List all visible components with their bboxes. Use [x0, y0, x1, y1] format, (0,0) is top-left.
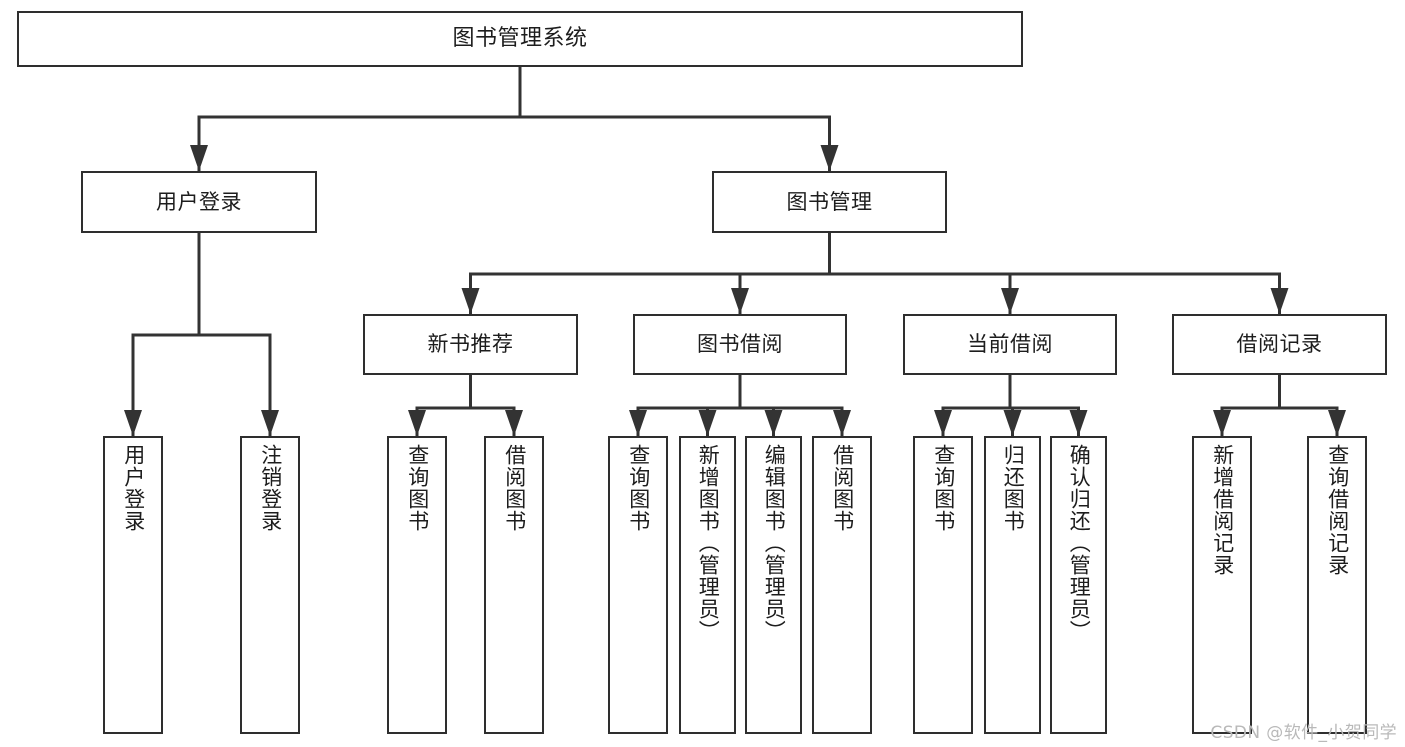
node-user-login[interactable]: 用户登录	[81, 171, 317, 233]
node-label: 当前借阅	[967, 332, 1053, 357]
node-root[interactable]: 图书管理系统	[17, 11, 1023, 67]
csdn-watermark: CSDN @软件_小贺同学	[1210, 723, 1397, 743]
arrowhead-icon	[1213, 410, 1231, 436]
arrowhead-icon	[1003, 410, 1022, 436]
arrowhead-icon	[1069, 410, 1088, 436]
node-label: 借阅图书	[830, 444, 855, 532]
node-label: 用户登录	[156, 189, 242, 214]
arrowhead-icon	[934, 410, 952, 436]
node-leaf-edit-book[interactable]: 编辑图书（管理员）	[745, 436, 802, 734]
node-label: 借阅图书	[502, 444, 527, 532]
arrowhead-icon	[408, 410, 426, 436]
node-leaf-add-book[interactable]: 新增图书（管理员）	[679, 436, 736, 734]
node-leaf-user-login[interactable]: 用户登录	[103, 436, 163, 734]
arrowhead-icon	[505, 410, 523, 436]
arrowhead-icon	[629, 410, 647, 436]
arrowhead-icon	[1001, 288, 1019, 314]
node-label: 新增图书（管理员）	[696, 444, 721, 642]
node-label: 查询借阅记录	[1325, 444, 1350, 576]
node-label: 注销登录	[258, 444, 283, 532]
node-label: 借阅记录	[1236, 332, 1323, 357]
arrowhead-icon	[698, 410, 717, 436]
arrowhead-icon	[833, 410, 851, 436]
arrowhead-icon	[124, 410, 142, 436]
node-leaf-logout[interactable]: 注销登录	[240, 436, 300, 734]
arrowhead-icon	[731, 288, 749, 314]
node-borrow-record[interactable]: 借阅记录	[1172, 314, 1387, 375]
arrowhead-icon	[1270, 288, 1289, 314]
node-leaf-borrow-b-2[interactable]: 借阅图书	[812, 436, 872, 734]
node-leaf-return-b[interactable]: 归还图书	[984, 436, 1041, 734]
arrowhead-icon	[461, 288, 480, 314]
node-label: 图书管理	[786, 189, 873, 214]
node-current-borrow[interactable]: 当前借阅	[903, 314, 1117, 375]
node-leaf-q-rec[interactable]: 查询借阅记录	[1307, 436, 1367, 734]
node-label: 查询图书	[626, 444, 651, 532]
node-leaf-q-book-3[interactable]: 查询图书	[913, 436, 973, 734]
arrowhead-icon	[764, 410, 783, 436]
node-leaf-q-book-2[interactable]: 查询图书	[608, 436, 668, 734]
node-label: 编辑图书（管理员）	[762, 444, 787, 642]
node-leaf-q-book-1[interactable]: 查询图书	[387, 436, 447, 734]
node-label: 查询图书	[931, 444, 956, 532]
node-label: 新书推荐	[427, 332, 514, 357]
node-new-book-rec[interactable]: 新书推荐	[363, 314, 578, 375]
node-leaf-conf-ret[interactable]: 确认归还（管理员）	[1050, 436, 1107, 734]
node-book-manage[interactable]: 图书管理	[712, 171, 947, 233]
arrowhead-icon	[1328, 410, 1346, 436]
node-label: 新增借阅记录	[1210, 444, 1235, 576]
node-book-borrow[interactable]: 图书借阅	[633, 314, 847, 375]
node-leaf-add-rec[interactable]: 新增借阅记录	[1192, 436, 1252, 734]
arrowhead-icon	[190, 145, 208, 171]
node-label: 图书借阅	[697, 332, 783, 357]
node-label: 用户登录	[121, 444, 146, 532]
node-label: 查询图书	[405, 444, 430, 532]
node-leaf-borrow-b-1[interactable]: 借阅图书	[484, 436, 544, 734]
arrowhead-icon	[261, 410, 279, 436]
node-label: 归还图书	[1001, 444, 1026, 532]
arrowhead-icon	[820, 145, 839, 171]
node-label: 图书管理系统	[452, 26, 588, 52]
node-label: 确认归还（管理员）	[1067, 444, 1092, 642]
